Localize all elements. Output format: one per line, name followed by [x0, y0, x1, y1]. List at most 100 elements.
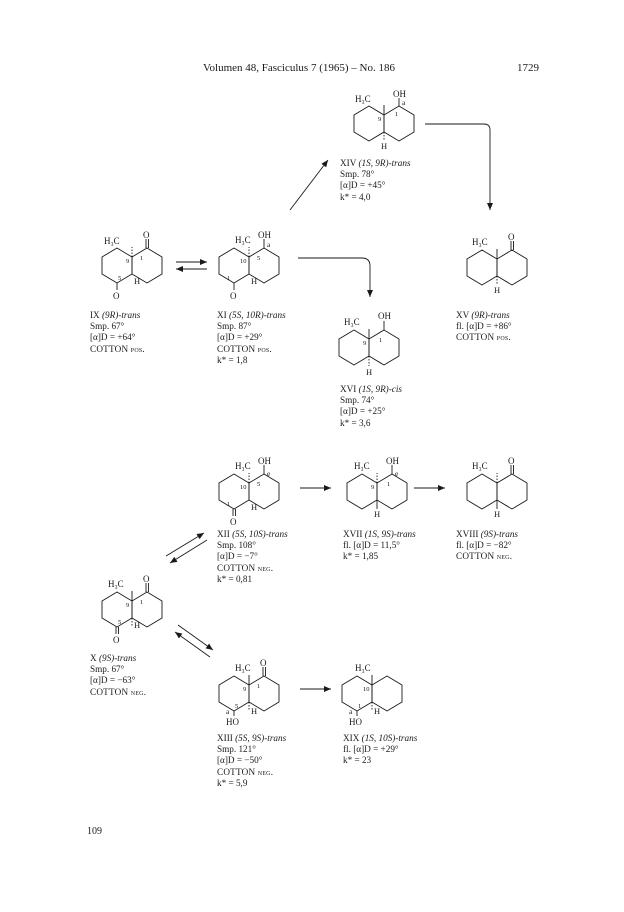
position-label: 9	[371, 484, 374, 491]
methyl-label: H₃C	[108, 579, 124, 589]
caption-xviii: XVIII (9S)-trans fl. [α]D = −82° COTTON …	[456, 529, 518, 563]
axial-label: a	[226, 707, 230, 716]
oxygen-label: O	[260, 658, 267, 668]
caption-line: k* = 5,9	[217, 777, 248, 788]
structure-xv: H₃C O H	[466, 232, 528, 295]
caption-line: COTTON neg.	[217, 766, 274, 777]
oxygen-label: O	[508, 456, 515, 466]
caption-line: Smp. 67°	[90, 321, 125, 332]
hydroxyl-label: OH	[258, 230, 271, 240]
methyl-label: H₃C	[235, 663, 251, 673]
position-label: 5	[257, 481, 260, 488]
hydroxyl-label: HO	[349, 717, 362, 727]
caption-line: Smp. 74°	[340, 395, 375, 406]
position-label: 1	[227, 275, 230, 282]
equilibrium-arrow-x-xiii	[177, 624, 214, 651]
caption-line: k* = 0,81	[217, 573, 253, 584]
caption-line: fl. [α]D = +29°	[343, 744, 399, 755]
oxygen-label: O	[113, 635, 120, 645]
structure-xix: H₃C 10 1 a H HO	[341, 663, 403, 727]
structure-xviii: H₃C O H	[466, 456, 528, 519]
caption-line: Smp. 87°	[217, 321, 252, 332]
structure-xiii: H₃C O 9 1 5 a H HO	[218, 658, 280, 727]
caption-line: k* = 4,0	[340, 191, 371, 202]
compound-name: X (9S)-trans	[90, 653, 137, 663]
compound-name: XVI (1S, 9R)-cis	[340, 384, 403, 394]
compound-name: XVII (1S, 9S)-trans	[343, 529, 416, 539]
caption-line: [α]D = +64°	[90, 332, 136, 343]
methyl-label: H₃C	[355, 663, 371, 673]
caption-line: k* = 23	[343, 755, 372, 766]
position-label: 1	[387, 481, 390, 488]
caption-line: [α]D = −50°	[217, 755, 263, 766]
methyl-label: H₃C	[472, 237, 488, 247]
methyl-label: H₃C	[472, 461, 488, 471]
caption-line: Smp. 108°	[217, 540, 256, 551]
hydrogen-label: H	[251, 502, 257, 512]
caption-line: k* = 3,6	[340, 417, 371, 428]
axial-label: a	[349, 707, 353, 716]
caption-line: COTTON neg.	[217, 562, 274, 573]
oxygen-label: O	[508, 232, 515, 242]
hydroxyl-label: OH	[378, 311, 391, 321]
position-label: 1	[140, 599, 143, 606]
caption-line: k* = 1,8	[217, 354, 248, 365]
caption-xix: XIX (1S, 10S)-trans fl. [α]D = +29° k* =…	[343, 733, 417, 767]
position-label: 1	[227, 501, 230, 508]
position-label: 9	[126, 258, 129, 265]
caption-xi: XI (5S, 10R)-trans Smp. 87° [α]D = +29° …	[217, 310, 286, 366]
hydroxyl-label: OH	[258, 456, 271, 466]
methyl-label: H₃C	[344, 317, 360, 327]
caption-line: [α]D = +45°	[340, 180, 386, 191]
methyl-label: H₃C	[235, 461, 251, 471]
caption-xiv: XIV (1S, 9R)-trans Smp. 78° [α]D = +45° …	[340, 158, 411, 203]
compound-name: XIV (1S, 9R)-trans	[340, 158, 411, 168]
caption-ix: IX (9R)-trans Smp. 67° [α]D = +64° COTTO…	[90, 310, 145, 355]
position-label: 5	[118, 275, 121, 282]
compound-name: IX (9R)-trans	[90, 310, 141, 320]
position-label: 9	[363, 340, 366, 347]
caption-xv: XV (9R)-trans fl. [α]D = +86° COTTON pos…	[456, 310, 512, 344]
caption-line: [α]D = +25°	[340, 406, 386, 417]
caption-line: [α]D = +29°	[217, 332, 263, 343]
arrow-xi-xvi	[298, 257, 373, 297]
position-label: 9	[126, 602, 129, 609]
position-label: 5	[235, 703, 238, 710]
axial-label: a	[402, 98, 406, 107]
compound-name: XI (5S, 10R)-trans	[217, 310, 286, 320]
position-label: 9	[378, 116, 381, 123]
caption-line: Smp. 67°	[90, 664, 125, 675]
hydrogen-label: H	[251, 276, 257, 286]
position-label: 9	[243, 686, 246, 693]
caption-line: Smp. 78°	[340, 169, 375, 180]
compound-name: XII (5S, 10S)-trans	[217, 529, 288, 539]
methyl-label: H₃C	[355, 94, 371, 104]
position-label: 1	[395, 111, 398, 118]
page-number: 1729	[517, 62, 539, 74]
equatorial-label: e	[267, 469, 271, 478]
caption-xiii: XIII (5S, 9S)-trans Smp. 121° [α]D = −50…	[217, 733, 286, 789]
arrow-xi-xiv	[289, 159, 329, 211]
caption-line: COTTON pos.	[90, 343, 145, 354]
caption-xvi: XVI (1S, 9R)-cis Smp. 74° [α]D = +25° k*…	[340, 384, 402, 429]
position-label: 5	[118, 619, 121, 626]
caption-line: [α]D = −63°	[90, 675, 136, 686]
oxygen-label: O	[143, 230, 150, 240]
caption-line: [α]D = −7°	[217, 551, 258, 562]
hydrogen-label: H	[374, 706, 380, 716]
hydroxyl-label: OH	[386, 456, 399, 466]
position-label: 1	[140, 255, 143, 262]
position-label: 10	[363, 686, 370, 693]
compound-name: XIII (5S, 9S)-trans	[217, 733, 287, 743]
position-label: 1	[257, 683, 260, 690]
axial-label: a	[267, 240, 271, 249]
caption-line: fl. [α]D = −82°	[456, 540, 512, 551]
structure-xi: H₃C OH a 10 5 1 H O	[218, 230, 280, 301]
hydrogen-label: H	[366, 367, 372, 377]
compound-name: XV (9R)-trans	[456, 310, 510, 320]
hydrogen-label: H	[134, 276, 140, 286]
caption-line: k* = 1,85	[343, 551, 379, 562]
position-label: 1	[358, 703, 361, 710]
caption-xii: XII (5S, 10S)-trans Smp. 108° [α]D = −7°…	[217, 529, 288, 585]
